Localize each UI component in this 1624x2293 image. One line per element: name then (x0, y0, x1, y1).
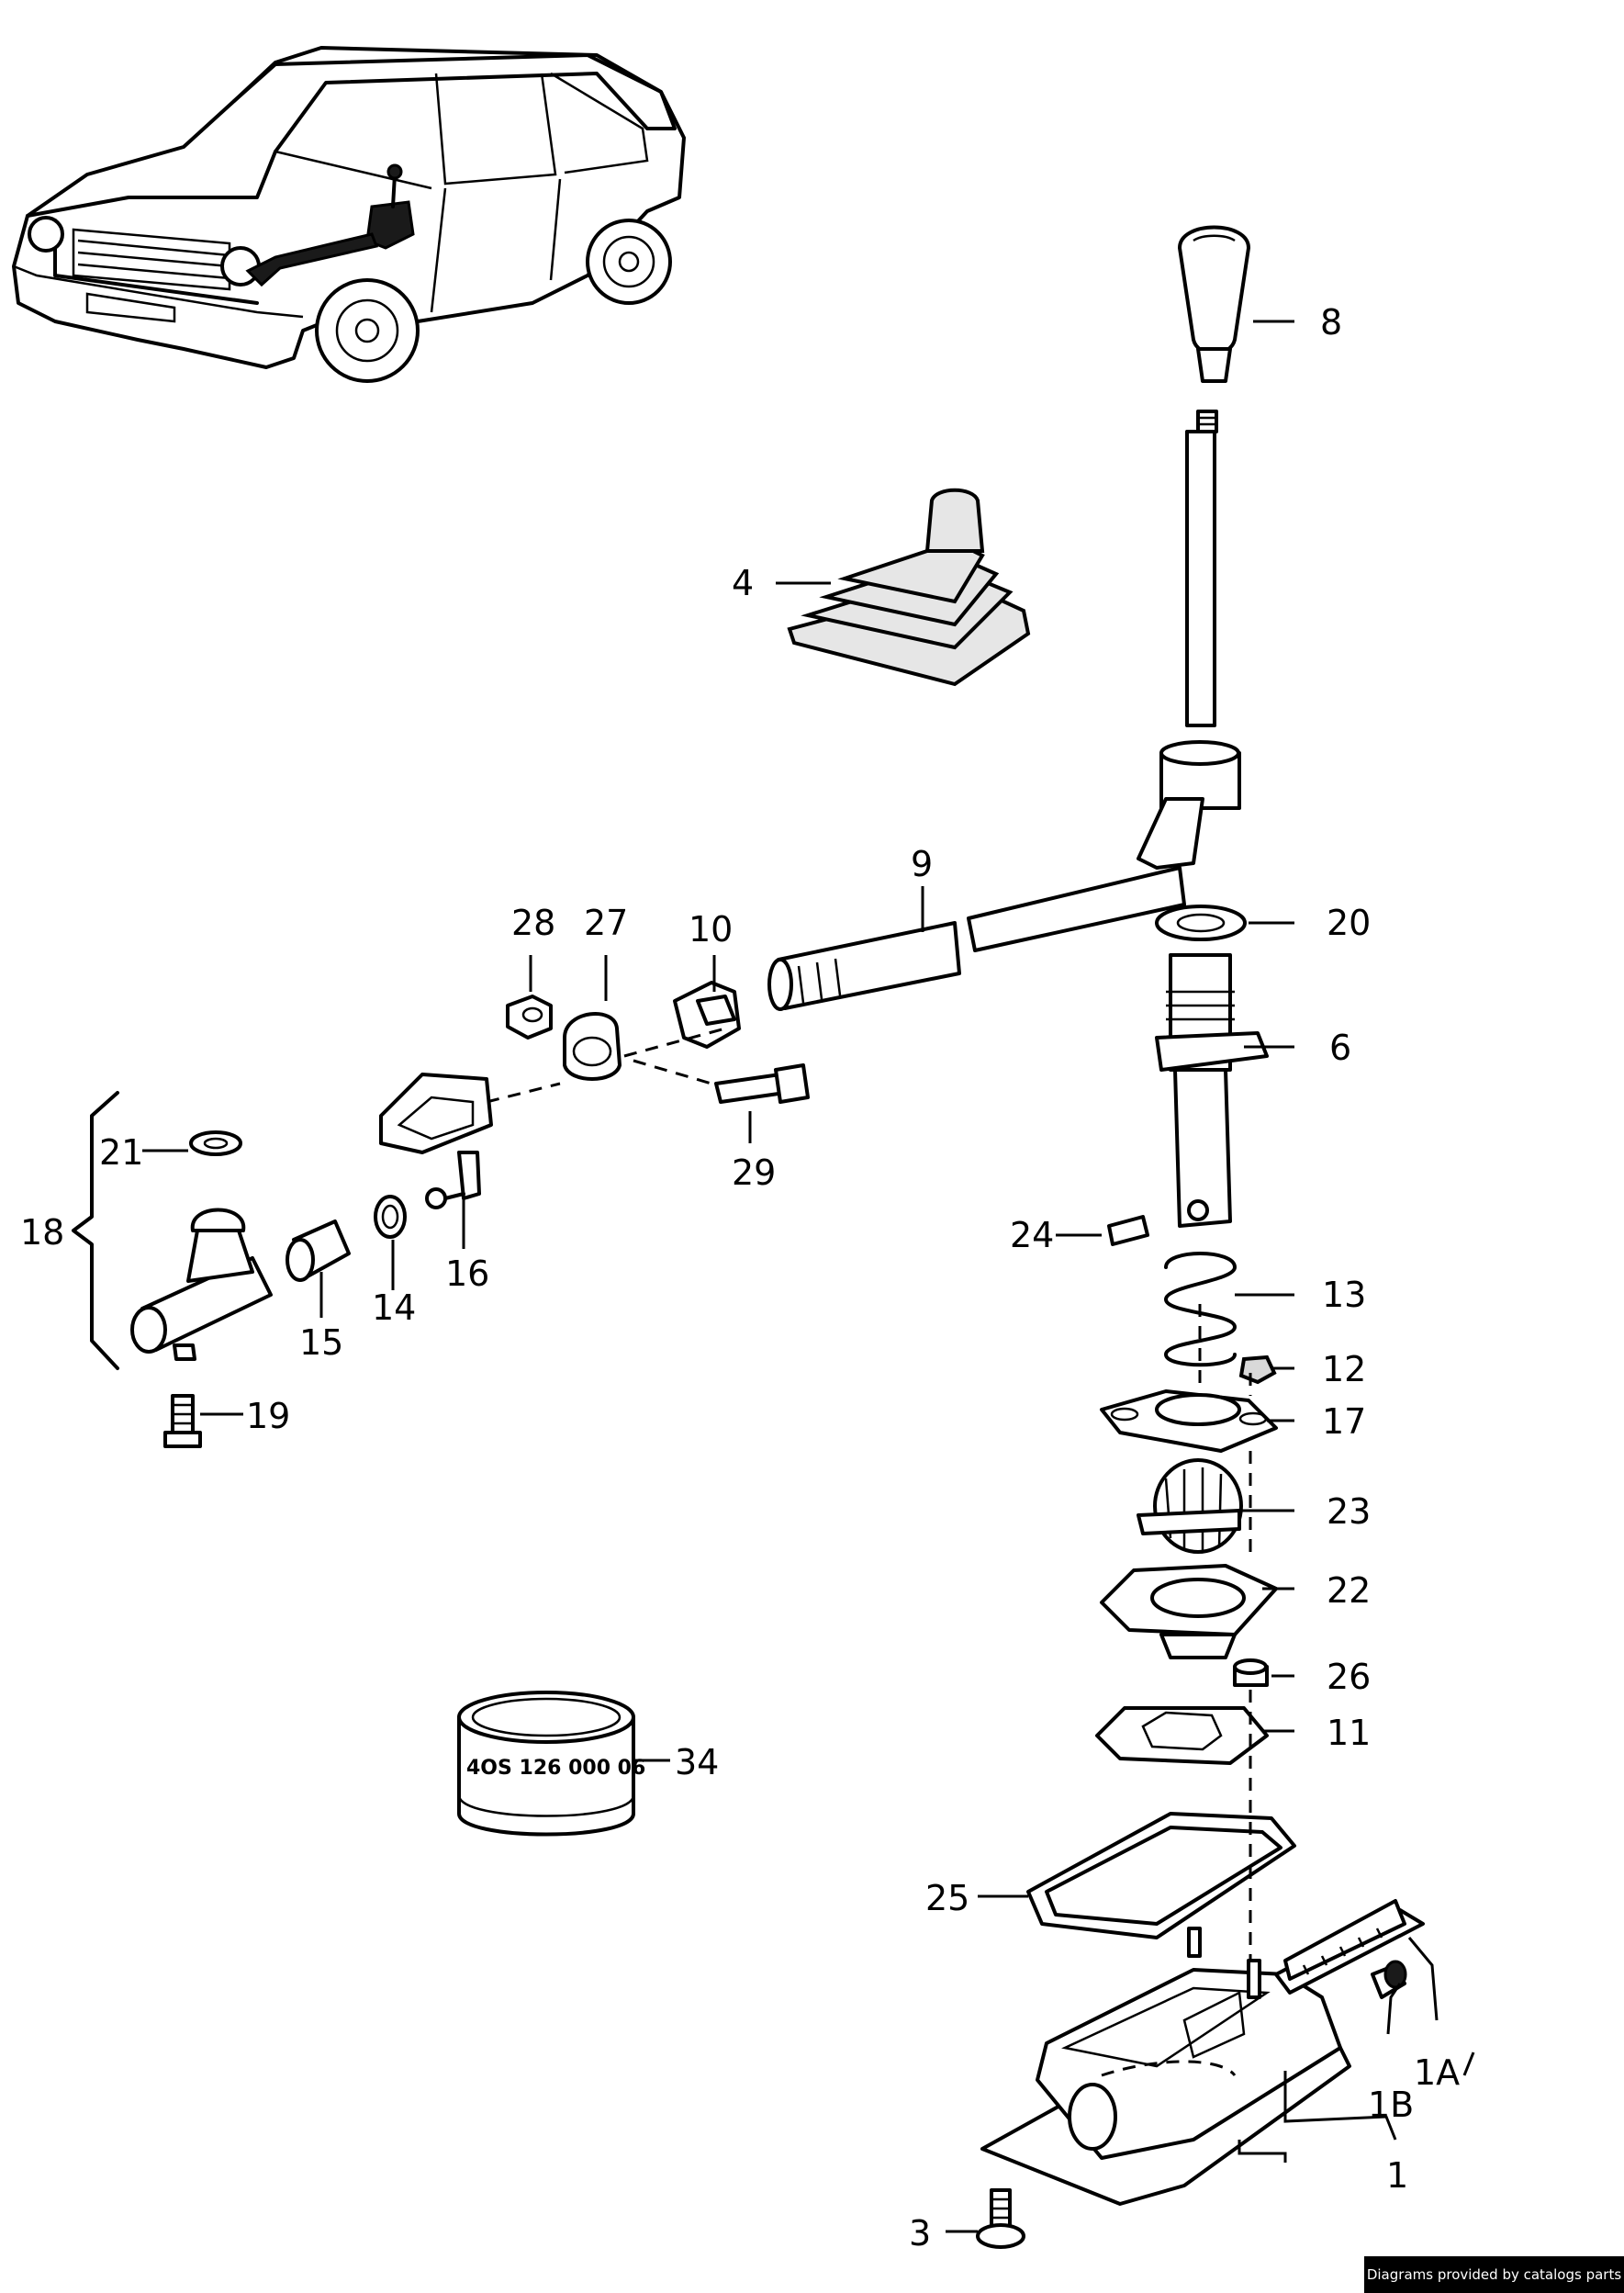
callout-12: 12 (1322, 1349, 1366, 1389)
shift-lever (1137, 410, 1241, 870)
lever-housing (980, 1927, 1351, 2206)
shift-rod-end (130, 1208, 273, 1361)
callout-28: 28 (511, 903, 555, 943)
callout-29: 29 (732, 1152, 776, 1193)
bushing (1233, 1658, 1269, 1687)
callout-19: 19 (246, 1396, 290, 1436)
callout-labels: 8 4 9 20 10 27 28 6 29 21 18 24 16 14 15… (20, 302, 1460, 2254)
credit-badge: Diagrams provided by catalogs parts (1364, 2256, 1624, 2293)
callout-10: 10 (689, 909, 733, 950)
grease-tub: 4OS 126 000 06 (457, 1691, 645, 1837)
grease-tub-label: 4OS 126 000 06 (466, 1757, 645, 1780)
callout-25: 25 (925, 1878, 969, 1918)
gasket (1026, 1812, 1296, 1939)
guide-plate (1100, 1564, 1278, 1659)
gate-plate (1274, 1899, 1425, 1995)
callout-1: 1 (1386, 2155, 1408, 2196)
callout-27: 27 (584, 903, 628, 943)
callout-1B: 1B (1368, 2085, 1414, 2125)
washer (189, 1130, 242, 1156)
car-illustration (12, 46, 686, 383)
shift-plate (1095, 1706, 1269, 1765)
callout-20: 20 (1327, 903, 1371, 943)
callout-3: 3 (909, 2213, 931, 2254)
callout-21: 21 (99, 1132, 143, 1173)
callout-24: 24 (1010, 1215, 1054, 1255)
ball-socket (425, 1187, 465, 1209)
callout-17: 17 (1322, 1401, 1366, 1442)
callout-22: 22 (1327, 1570, 1371, 1611)
guide-sleeve (1155, 953, 1269, 1228)
joint-ring (374, 1195, 407, 1239)
callout-14: 14 (372, 1287, 416, 1328)
callout-4: 4 (732, 563, 754, 603)
callout-9: 9 (911, 844, 933, 884)
nut (1238, 1354, 1277, 1385)
shift-knob (1178, 225, 1250, 383)
callout-lines (142, 320, 1475, 2233)
clamp (563, 1012, 622, 1081)
pin (1107, 1215, 1149, 1246)
callout-18: 18 (20, 1212, 64, 1253)
ball-housing (1137, 1458, 1243, 1554)
gearshift-boot (787, 488, 1031, 687)
dust-cap (1155, 905, 1247, 941)
callout-15: 15 (299, 1322, 343, 1363)
selector-rod (767, 866, 1186, 1011)
callout-6: 6 (1329, 1028, 1351, 1068)
callout-23: 23 (1327, 1491, 1371, 1532)
bolt (714, 1063, 810, 1104)
selector-lever (379, 1073, 493, 1200)
callout-16: 16 (445, 1253, 489, 1294)
callout-8: 8 (1320, 302, 1342, 343)
callout-13: 13 (1322, 1275, 1366, 1315)
bush (1371, 1960, 1407, 1999)
bearing-plate (1100, 1389, 1278, 1453)
callout-11: 11 (1327, 1713, 1371, 1753)
screw (976, 2188, 1025, 2249)
bracket-18 (72, 1091, 119, 1370)
callout-1A: 1A (1414, 2052, 1460, 2093)
bushing-clip (673, 981, 741, 1049)
bushing-sleeve (286, 1220, 351, 1282)
nut-left (506, 995, 553, 1040)
callout-34: 34 (675, 1742, 719, 1782)
bolt-19 (163, 1394, 202, 1448)
callout-26: 26 (1327, 1657, 1371, 1697)
